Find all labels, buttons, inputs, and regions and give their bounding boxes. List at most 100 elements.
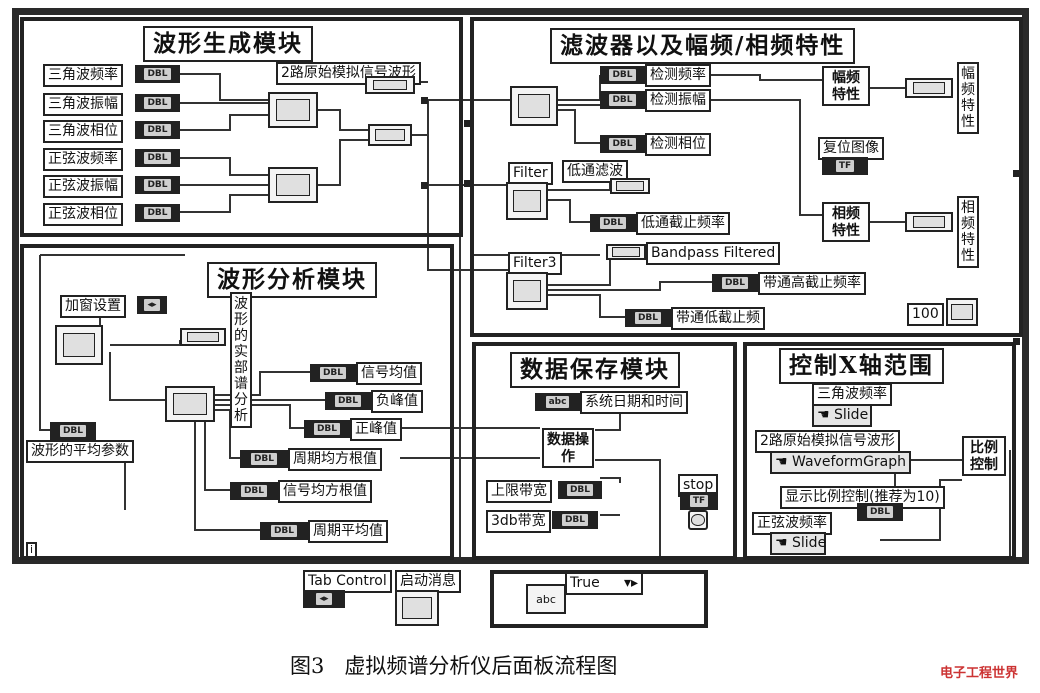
waveform-graph-ref[interactable]: ☚ WaveformGraph	[770, 451, 912, 474]
wait-timer-icon[interactable]	[946, 298, 978, 326]
period-mean-label: 周期平均值	[308, 520, 388, 543]
tab-control-terminal[interactable]: ◂▸	[303, 590, 345, 608]
ref-icon: ☚	[775, 454, 793, 470]
bandpass-label: Bandpass Filtered	[646, 242, 781, 265]
section-data-save	[472, 342, 737, 560]
section-title-x-axis: 控制X轴范围	[779, 348, 944, 384]
stop-terminal[interactable]: TF	[680, 492, 718, 510]
detect-phase-label: 检测相位	[645, 133, 711, 156]
startup-msg-subvi[interactable]	[395, 590, 439, 626]
detect-amp-label: 检测振幅	[645, 89, 711, 112]
phase-char-graph-terminal[interactable]	[905, 212, 953, 232]
dialog-subvi[interactable]: abc	[526, 584, 566, 614]
case-selector[interactable]: True▾▸	[565, 572, 643, 595]
reset-image-label: 复位图像	[818, 137, 884, 160]
gen-control-label[interactable]: 三角波相位	[43, 120, 123, 143]
dbl-terminal[interactable]: DBL	[625, 309, 671, 327]
dbl-terminal: DBL	[600, 135, 645, 153]
slide-control[interactable]: ☚ Slide	[812, 404, 872, 427]
bp-low-label: 带通低截止频	[671, 307, 765, 330]
dbl-terminal[interactable]: DBL	[135, 176, 180, 194]
gen-control-label[interactable]: 正弦波频率	[43, 148, 123, 171]
data-op-block[interactable]: 数据操作	[542, 428, 594, 468]
amp-char-block[interactable]: 幅频特性	[822, 66, 870, 106]
dbl-terminal: DBL	[552, 511, 598, 529]
datetime-label: 系统日期和时间	[580, 391, 688, 414]
ratio-ctrl-block[interactable]: 比例控制	[962, 436, 1006, 476]
slide-control-2[interactable]: ☚ Slide	[770, 532, 826, 555]
timestamp-terminal: abc	[535, 393, 580, 411]
bandpass-graph-terminal[interactable]	[606, 244, 646, 260]
dbl-terminal: DBL	[325, 392, 371, 410]
dbl-terminal: DBL	[304, 420, 350, 438]
waveform-graph-terminal[interactable]	[365, 76, 415, 94]
avg-params-label: 波形的平均参数	[26, 440, 134, 463]
dbl-terminal: DBL	[310, 364, 356, 382]
enum-terminal[interactable]: ◂▸	[137, 296, 167, 314]
upper-bw-label: 上限带宽	[486, 480, 552, 503]
slide-icon: ☚	[775, 535, 793, 551]
gen-control-label[interactable]: 三角波频率	[43, 64, 123, 87]
amplitude-measure-subvi[interactable]	[165, 386, 215, 422]
build-array-node[interactable]	[368, 124, 412, 146]
sine-wave-subvi[interactable]	[268, 167, 318, 203]
bandpass-filter-subvi[interactable]	[506, 272, 548, 310]
dbl-terminal: DBL	[600, 66, 645, 84]
dbl-terminal[interactable]: DBL	[135, 204, 180, 222]
fft-subvi[interactable]	[55, 325, 103, 365]
pos-peak-label: 正峰值	[350, 418, 402, 441]
section-waveform-generation	[20, 17, 463, 237]
lowpass-wave-label: 低通滤波	[562, 160, 628, 183]
case-dropdown-icon: ▾▸	[623, 575, 638, 591]
dbl-terminal[interactable]: DBL	[135, 65, 180, 83]
section-x-axis	[743, 342, 1016, 560]
section-waveform-analysis	[20, 244, 454, 560]
lowpass-cutoff-label: 低通截止频率	[636, 212, 730, 235]
dbl-terminal[interactable]: DBL	[590, 214, 636, 232]
dbl-terminal: DBL	[260, 522, 308, 540]
detect-freq-label: 检测频率	[645, 64, 711, 87]
dbl-terminal[interactable]: DBL	[857, 503, 903, 521]
spectrum-graph-terminal[interactable]	[180, 328, 226, 346]
signal-2ch-x-label: 2路原始模拟信号波形	[755, 430, 900, 453]
lowpass-filter-subvi[interactable]	[506, 182, 548, 220]
section-title-waveform-gen: 波形生成模块	[143, 26, 313, 62]
gen-control-label[interactable]: 正弦波振幅	[43, 175, 123, 198]
bw-3db-label: 3db带宽	[486, 510, 551, 533]
section-title-data-save: 数据保存模块	[510, 352, 680, 388]
signal-rms-label: 信号均方根值	[278, 480, 372, 503]
neg-peak-label: 负峰值	[371, 390, 423, 413]
dbl-terminal[interactable]: DBL	[135, 149, 180, 167]
tab-control-label: Tab Control	[303, 570, 392, 593]
gen-control-label[interactable]: 正弦波相位	[43, 203, 123, 226]
dbl-terminal: DBL	[558, 481, 602, 499]
phase-char-block[interactable]: 相频特性	[822, 202, 870, 242]
gen-control-label[interactable]: 三角波振幅	[43, 93, 123, 116]
triangle-wave-subvi[interactable]	[268, 92, 318, 128]
figure-caption: 图3 虚拟频谱分析仪后面板流程图	[290, 654, 618, 678]
watermark: 电子工程世界	[940, 666, 1019, 681]
stop-condition-icon[interactable]	[688, 510, 708, 530]
real-spectrum-label: 波形的实部谱分析	[230, 292, 252, 428]
dbl-terminal[interactable]: DBL	[50, 422, 96, 440]
tone-measurement-subvi[interactable]	[510, 86, 558, 126]
dbl-terminal: DBL	[600, 91, 645, 109]
window-setting-label: 加窗设置	[60, 295, 126, 318]
phase-char-out-label: 相频特性	[957, 196, 979, 268]
amp-char-graph-terminal[interactable]	[905, 78, 953, 98]
signal-mean-label: 信号均值	[356, 362, 422, 385]
wait-constant: 100	[907, 303, 944, 326]
dbl-terminal[interactable]: DBL	[712, 274, 758, 292]
while-loop-frame	[12, 8, 1029, 564]
dbl-terminal: DBL	[230, 482, 278, 500]
tri-freq-label: 三角波频率	[812, 383, 892, 406]
tf-terminal[interactable]: TF	[822, 157, 868, 175]
dbl-terminal[interactable]: DBL	[135, 94, 180, 112]
section-filter	[470, 17, 1023, 337]
amp-char-out-label: 幅频特性	[957, 62, 979, 134]
dbl-terminal[interactable]: DBL	[135, 121, 180, 139]
filter-label: Filter	[508, 162, 553, 185]
lowpass-graph-terminal[interactable]	[610, 178, 650, 194]
section-title-filter: 滤波器以及幅频/相频特性	[550, 28, 856, 64]
dbl-terminal: DBL	[240, 450, 288, 468]
